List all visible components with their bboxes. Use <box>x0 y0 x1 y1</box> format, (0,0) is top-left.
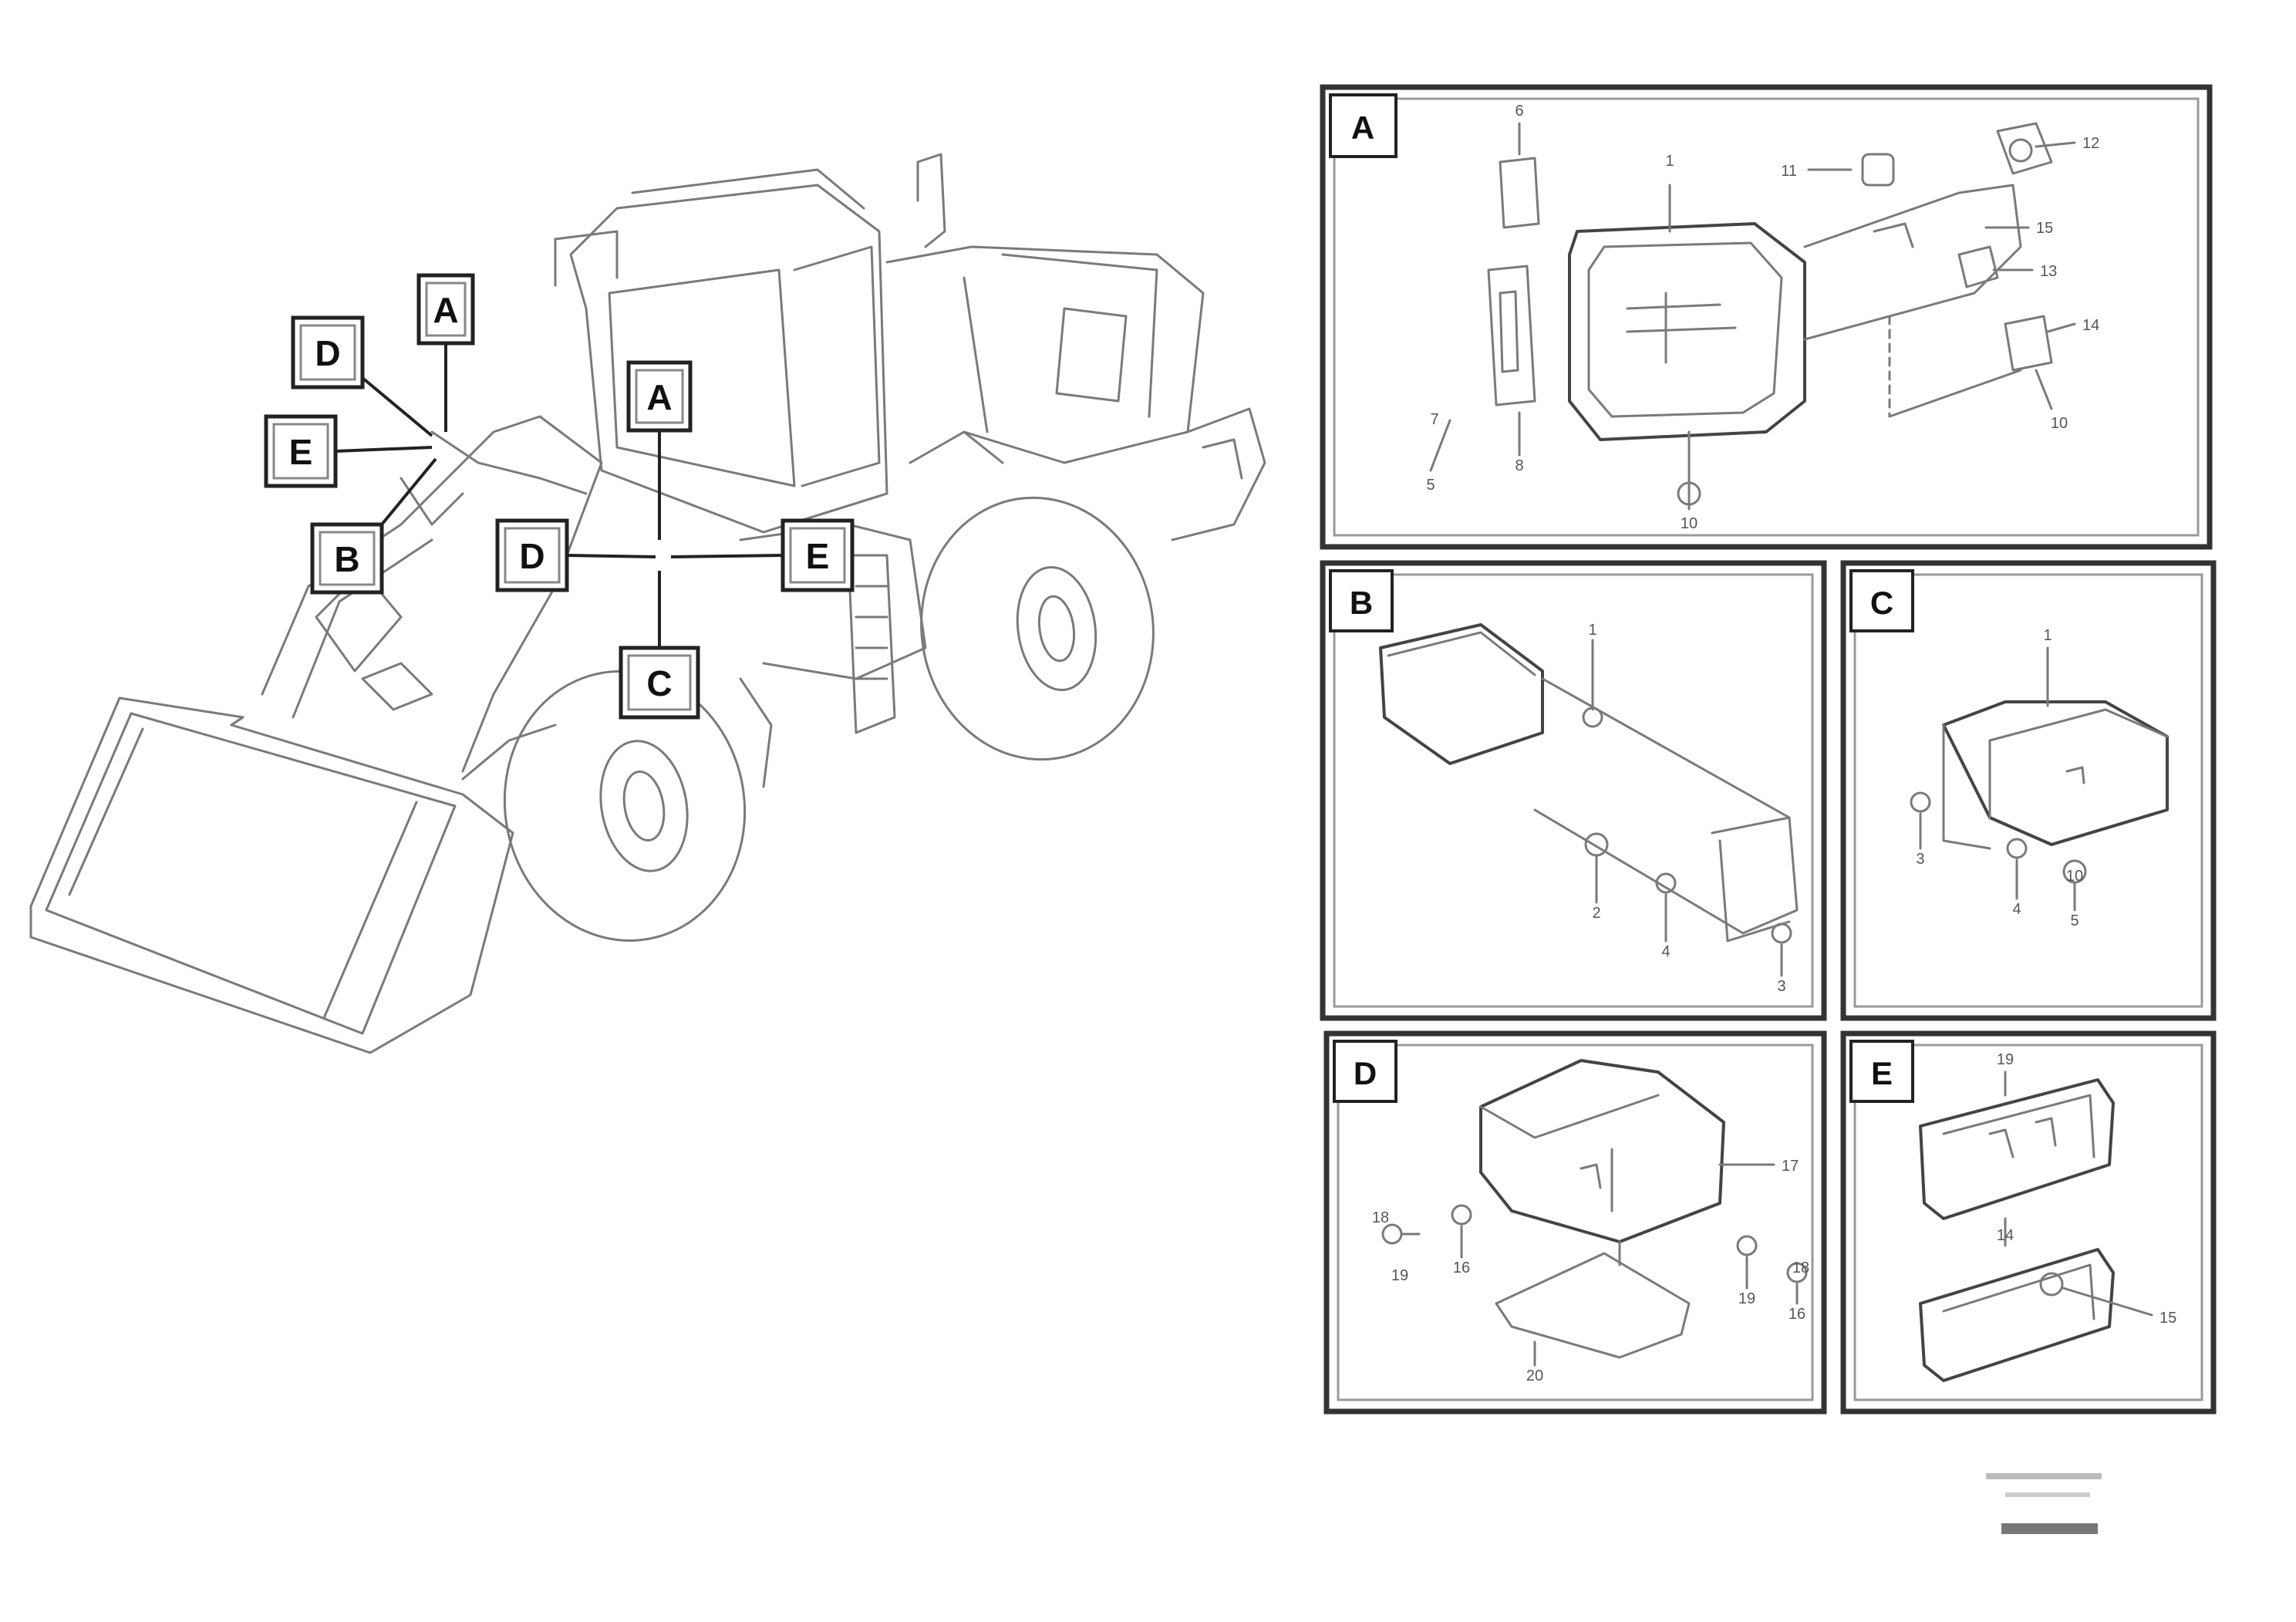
part-num: 3 <box>1916 851 1924 868</box>
panel-a-part-numbers: 6 1 11 12 15 13 14 5 8 7 10 10 <box>1426 103 2099 532</box>
figure-code <box>2001 1523 2098 1534</box>
panel-a-tag: A <box>1329 93 1397 158</box>
part-num: 3 <box>1777 978 1785 995</box>
part-num: 13 <box>2040 263 2057 280</box>
panel-d-part-numbers: 17 18 19 16 20 19 18 16 <box>1372 1158 1809 1384</box>
part-num: 16 <box>1789 1306 1805 1323</box>
svg-text:A: A <box>433 290 458 330</box>
part-num: 11 <box>1781 163 1797 180</box>
part-num: 1 <box>1588 622 1596 639</box>
panel-b-part-numbers: 1 2 4 3 <box>1588 622 1785 995</box>
part-num: 6 <box>1515 103 1523 120</box>
part-num: 10 <box>1681 515 1698 532</box>
part-num: 18 <box>1792 1259 1809 1276</box>
part-num: 15 <box>2159 1310 2176 1327</box>
svg-text:B: B <box>1350 585 1373 621</box>
figure-ref-line <box>2005 1492 2090 1497</box>
part-num: 14 <box>1997 1227 2014 1244</box>
svg-text:E: E <box>1871 1055 1893 1091</box>
callout-b-left[interactable]: B <box>310 522 384 595</box>
callout-c-center[interactable]: C <box>619 646 700 720</box>
svg-text:A: A <box>646 377 672 417</box>
svg-text:D: D <box>1354 1055 1377 1091</box>
wheel-loader-illustration <box>29 153 1266 1054</box>
panel-e-part-numbers: 19 14 15 <box>1997 1051 2176 1327</box>
part-num: 4 <box>2012 901 2021 918</box>
part-num: 14 <box>2082 317 2099 334</box>
part-num: 5 <box>1426 477 1435 494</box>
part-num: 7 <box>1430 411 1438 428</box>
part-num: 19 <box>1997 1051 2014 1068</box>
svg-text:C: C <box>646 663 672 703</box>
svg-text:E: E <box>806 536 830 576</box>
part-num: 4 <box>1661 943 1670 960</box>
detail-panel-e: E 19 14 15 <box>1840 1030 2217 1415</box>
part-num: 16 <box>1453 1259 1470 1276</box>
callout-a-top[interactable]: A <box>416 273 475 346</box>
part-num: 8 <box>1515 457 1523 474</box>
svg-text:D: D <box>519 536 544 576</box>
detail-panel-d: D 17 18 19 16 20 19 18 16 <box>1323 1030 1827 1415</box>
svg-text:B: B <box>334 539 359 579</box>
callout-e-left[interactable]: E <box>264 414 338 488</box>
overview-callouts: A D E B A D E <box>264 273 855 720</box>
part-num: 20 <box>1526 1367 1543 1384</box>
panel-d-tag: D <box>1333 1040 1397 1103</box>
detail-panel-c: C 1 3 4 10 5 <box>1840 560 2217 1021</box>
figure-reference <box>1986 1473 2102 1534</box>
detail-panel-b: B 1 2 4 3 <box>1320 560 1827 1021</box>
part-num: 12 <box>2082 135 2099 152</box>
svg-text:D: D <box>315 333 340 373</box>
part-num: 10 <box>2051 415 2068 432</box>
svg-text:C: C <box>1870 585 1893 621</box>
detail-panel-a: A 6 1 1 <box>1320 84 2213 550</box>
panel-b-tag: B <box>1329 569 1394 632</box>
part-num: 1 <box>2043 627 2052 644</box>
callout-d-left[interactable]: D <box>291 315 365 389</box>
panel-e-tag: E <box>1849 1040 1914 1103</box>
part-num: 1 <box>1665 153 1674 170</box>
part-num: 15 <box>2036 220 2053 237</box>
callout-d-center[interactable]: D <box>495 518 569 592</box>
panel-c-part-numbers: 1 3 4 10 5 <box>1916 627 2083 929</box>
callout-a-center[interactable]: A <box>626 360 693 433</box>
svg-text:E: E <box>289 432 313 472</box>
part-num: 17 <box>1782 1158 1799 1175</box>
part-num: 10 <box>2066 868 2083 885</box>
part-num: 19 <box>1391 1267 1408 1284</box>
part-num: 5 <box>2070 912 2079 929</box>
callout-e-center[interactable]: E <box>781 518 855 592</box>
part-num: 18 <box>1372 1209 1389 1226</box>
part-num: 19 <box>1738 1290 1755 1307</box>
svg-text:A: A <box>1351 110 1374 146</box>
figure-ref-line <box>1986 1473 2102 1479</box>
panel-c-tag: C <box>1849 569 1914 632</box>
part-num: 2 <box>1592 905 1600 922</box>
